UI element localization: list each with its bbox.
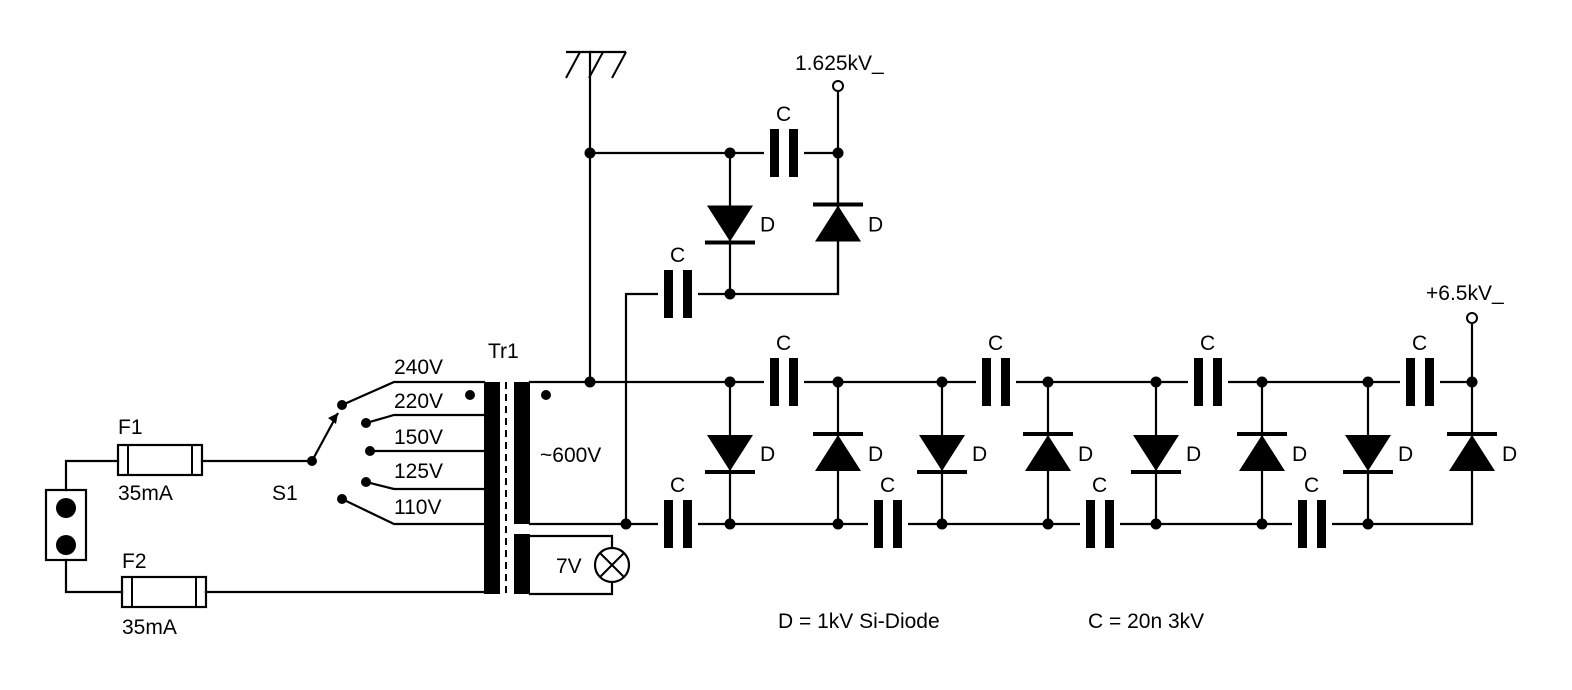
fuse-f2-label: F2 bbox=[122, 550, 147, 573]
capacitor-5: C bbox=[1188, 332, 1228, 406]
output-low-label: 1.625kV_ bbox=[795, 52, 884, 75]
junction-dot bbox=[1150, 376, 1162, 388]
tap-240v: 240V bbox=[394, 356, 443, 379]
diode-1: D bbox=[705, 153, 775, 294]
junction-dot bbox=[1042, 518, 1054, 530]
junction-dot bbox=[724, 376, 736, 388]
output-high-label: +6.5kV_ bbox=[1426, 282, 1504, 305]
tap-125v: 125V bbox=[394, 460, 443, 483]
tap-150v: 150V bbox=[394, 426, 443, 449]
diode-3: D bbox=[705, 382, 775, 524]
junction-dot bbox=[724, 288, 736, 300]
junction-dot bbox=[724, 518, 736, 530]
capacitor-3: C bbox=[764, 332, 804, 406]
tap-110v: 110V bbox=[394, 496, 442, 519]
diode-10: D bbox=[1447, 382, 1517, 524]
junction-dot bbox=[724, 147, 736, 159]
capacitor-1: C bbox=[764, 103, 804, 177]
junction-dot bbox=[620, 518, 632, 530]
diode-2: D bbox=[813, 153, 883, 294]
junction-dot bbox=[1150, 518, 1162, 530]
junction-dot bbox=[1362, 518, 1374, 530]
junction-dots bbox=[584, 147, 1478, 530]
capacitor-label: C bbox=[880, 474, 895, 497]
switch-s1-label: S1 bbox=[272, 482, 298, 505]
fuse-f1 bbox=[116, 443, 204, 477]
diode-label: D bbox=[1186, 443, 1201, 466]
capacitors: C C C C C C C C C C bbox=[658, 103, 1440, 548]
lamp-voltage-label: 7V bbox=[556, 555, 582, 578]
fuse-f1-label: F1 bbox=[118, 416, 143, 439]
junction-dot bbox=[1256, 518, 1268, 530]
secondary-voltage-label: ~600V bbox=[540, 444, 601, 467]
diode-label: D bbox=[1292, 443, 1307, 466]
capacitor-label: C bbox=[776, 103, 791, 126]
diode-label: D bbox=[1502, 443, 1517, 466]
capacitor-label: C bbox=[776, 332, 791, 355]
junction-dot bbox=[1362, 376, 1374, 388]
junction-dot bbox=[936, 376, 948, 388]
diodes: D D D D D D D D D D bbox=[705, 153, 1517, 524]
fuse-f2-rating: 35mA bbox=[122, 616, 177, 639]
capacitor-label: C bbox=[1092, 474, 1107, 497]
diode-label: D bbox=[1398, 443, 1413, 466]
mains-plug bbox=[44, 488, 88, 562]
capacitor-4: C bbox=[976, 332, 1016, 406]
diode-label: D bbox=[972, 443, 987, 466]
capacitor-label: C bbox=[670, 244, 685, 267]
fuse-f2 bbox=[120, 575, 208, 609]
diode-4: D bbox=[813, 382, 883, 524]
fuse-f1-rating: 35mA bbox=[118, 482, 173, 505]
transformer-label: Tr1 bbox=[488, 340, 519, 363]
junction-dot bbox=[584, 147, 596, 159]
transformer-tr1 bbox=[484, 382, 551, 594]
legend-diode: D = 1kV Si-Diode bbox=[778, 610, 940, 633]
diode-label: D bbox=[868, 443, 883, 466]
ground-symbol bbox=[565, 50, 627, 79]
junction-dot bbox=[936, 518, 948, 530]
capacitor-2: C bbox=[658, 244, 698, 318]
capacitor-6: C bbox=[1400, 332, 1440, 406]
diode-label: D bbox=[1078, 443, 1093, 466]
junction-dot bbox=[584, 376, 596, 388]
capacitor-label: C bbox=[1200, 332, 1215, 355]
junction-dot bbox=[1466, 376, 1478, 388]
capacitor-label: C bbox=[670, 474, 685, 497]
capacitor-label: C bbox=[988, 332, 1003, 355]
legend-capacitor: C = 20n 3kV bbox=[1088, 610, 1204, 633]
diode-label: D bbox=[760, 443, 775, 466]
junction-dot bbox=[1042, 376, 1054, 388]
output-terminal-high bbox=[1466, 312, 1478, 324]
diode-6: D bbox=[1023, 382, 1093, 524]
diode-label: D bbox=[760, 214, 775, 237]
diode-5: D bbox=[917, 382, 987, 524]
junction-dot bbox=[832, 518, 844, 530]
capacitor-9: C bbox=[1080, 474, 1120, 548]
capacitor-7: C bbox=[658, 474, 698, 548]
junction-dot bbox=[832, 147, 844, 159]
capacitor-10: C bbox=[1292, 474, 1332, 548]
selector-switch-s1 bbox=[307, 380, 486, 526]
output-terminal-low bbox=[832, 80, 844, 92]
tap-220v: 220V bbox=[394, 390, 443, 413]
diode-8: D bbox=[1237, 382, 1307, 524]
capacitor-8: C bbox=[868, 474, 908, 548]
junction-dot bbox=[832, 376, 844, 388]
junction-dot bbox=[1256, 376, 1268, 388]
diode-7: D bbox=[1131, 382, 1201, 524]
pilot-lamp bbox=[593, 546, 631, 584]
primary-phase-dot bbox=[465, 390, 475, 400]
capacitor-label: C bbox=[1412, 332, 1427, 355]
capacitor-label: C bbox=[1304, 474, 1319, 497]
diode-label: D bbox=[868, 214, 883, 237]
diode-9: D bbox=[1343, 382, 1413, 524]
